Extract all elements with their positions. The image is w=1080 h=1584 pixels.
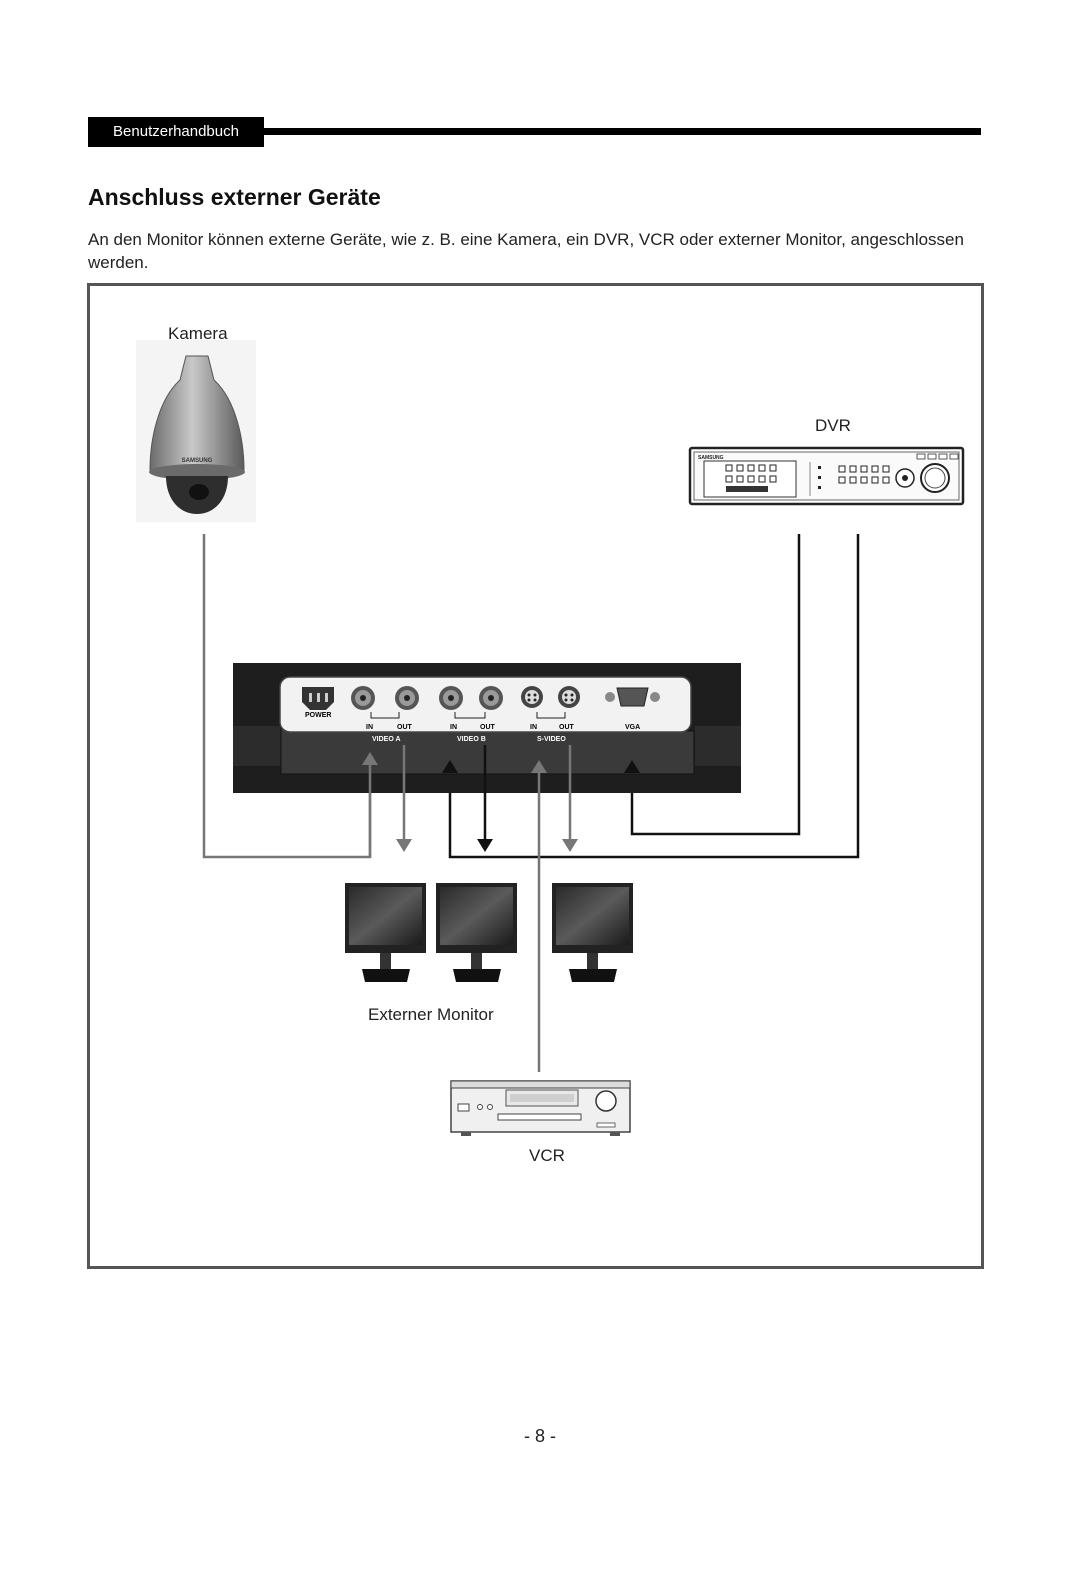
monitor-rear-panel: POWER IN OUT IN OUT IN OUT VGA: [233, 663, 741, 793]
external-monitor-2-icon: [436, 883, 517, 982]
arrow-up-video-a-in-icon: [362, 752, 378, 765]
dome-camera-icon: SAMSUNG: [136, 340, 256, 522]
bnc-video-b-in-icon: [439, 686, 463, 710]
diagram-frame: [87, 283, 984, 1269]
section-title: Anschluss externer Geräte: [88, 184, 381, 210]
arrow-down-video-b-out-icon: [477, 839, 493, 852]
dvr-brand: SAMSUNG: [698, 455, 724, 461]
manual-tab: Benutzerhandbuch: [88, 117, 264, 147]
page-number: - 8 -: [523, 1426, 556, 1446]
camera-label: Kamera: [168, 324, 228, 343]
bnc-video-b-out-icon: [479, 686, 503, 710]
s-video-label: S-VIDEO: [537, 736, 566, 743]
header-rule: [264, 128, 981, 135]
vga-port-icon: [605, 687, 660, 707]
video-a-label: VIDEO A: [372, 736, 401, 743]
dvr-vga-cable: [630, 534, 801, 836]
vcr-label: VCR: [529, 1146, 565, 1165]
external-monitor-label: Externer Monitor: [368, 1005, 494, 1024]
camera-brand: SAMSUNG: [182, 458, 213, 464]
power-socket-icon: [302, 687, 334, 710]
s-video-out-label: OUT: [559, 724, 575, 731]
dvr-video-cable: [448, 534, 860, 859]
video-a-in-label: IN: [366, 724, 373, 731]
video-b-label: VIDEO B: [457, 736, 486, 743]
intro-paragraph: An den Monitor können externe Geräte, wi…: [88, 230, 964, 272]
vga-label: VGA: [625, 724, 640, 731]
s-video-in-icon: [521, 686, 543, 708]
video-a-out-label: OUT: [397, 724, 413, 731]
arrow-heads: [362, 752, 640, 852]
vcr-unit-icon: [450, 1080, 631, 1136]
video-b-in-label: IN: [450, 724, 457, 731]
power-label: POWER: [305, 712, 331, 719]
arrow-up-s-video-in-icon: [531, 760, 547, 773]
bnc-video-a-out-icon: [395, 686, 419, 710]
external-monitor-1-icon: [345, 883, 426, 982]
arrow-up-video-b-in-icon: [442, 760, 458, 773]
s-video-out-icon: [558, 686, 580, 708]
external-monitor-3-icon: [552, 883, 633, 982]
video-b-out-label: OUT: [480, 724, 496, 731]
s-video-in-label: IN: [530, 724, 537, 731]
arrow-down-s-video-out-icon: [562, 839, 578, 852]
dvr-unit-icon: SAMSUNG: [688, 446, 965, 506]
arrow-down-video-a-out-icon: [396, 839, 412, 852]
arrow-up-vga-icon: [624, 760, 640, 773]
dvr-label: DVR: [815, 416, 851, 435]
bnc-video-a-in-icon: [351, 686, 375, 710]
